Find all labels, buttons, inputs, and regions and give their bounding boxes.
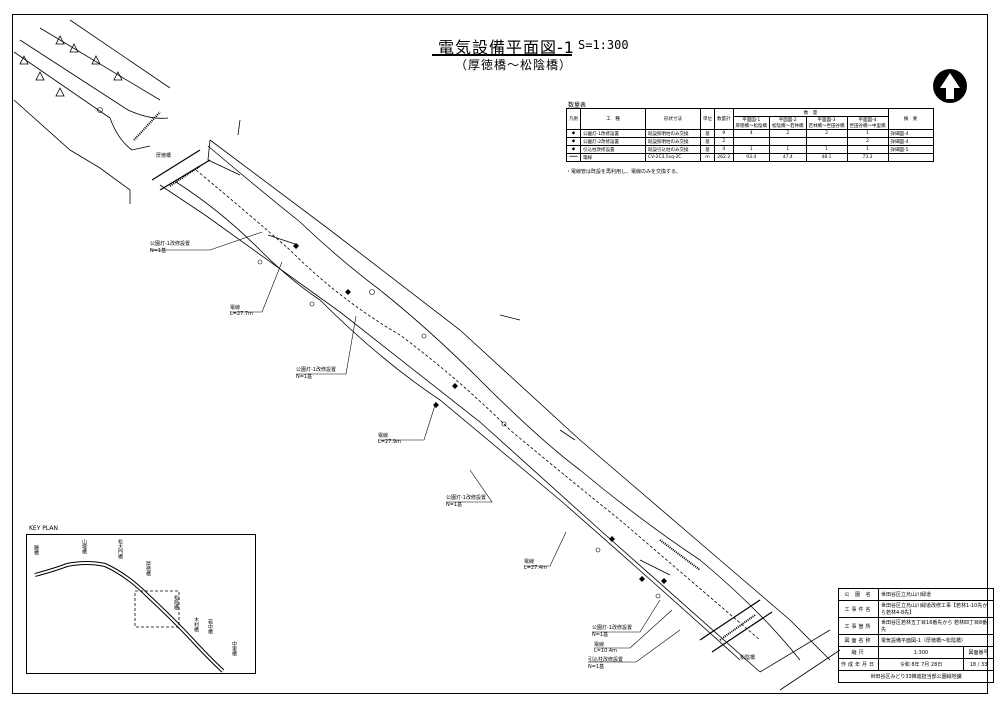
qty-group-header: 数 量 <box>732 108 889 117</box>
drawing-total: 33 <box>980 661 988 668</box>
drawing-title: 電気設備平面図-1 <box>438 38 575 57</box>
legend-lamp2-icon: ◆ <box>566 137 581 146</box>
drawing-scale: S=1:300 <box>578 38 629 52</box>
drawing-subtitle: （厚徳橋～松陰橋） <box>455 58 573 72</box>
quantity-table-note: ・電線管は既設を再利用し、電線のみを交換する。 <box>566 169 682 175</box>
title-block: 公 園 名 世田谷区立烏山川緑道 工事件名 世田谷区立烏山川緑道改修工事【若林1… <box>837 588 995 683</box>
kp-label: 松大門橋 <box>117 539 123 559</box>
kp-label: 厚徳橋 <box>145 561 151 576</box>
north-arrow-icon <box>933 69 967 103</box>
kp-label: 勝橋 <box>33 545 39 555</box>
bridge-label-koutoku: 厚徳橋 <box>156 153 172 159</box>
qty-header: 凡例 <box>566 108 581 130</box>
title-underline <box>432 54 572 56</box>
table-row: 工事箇所 世田谷区若林五丁目16番先から 若林四丁目8番先 <box>837 617 995 635</box>
drawing-number: 18 <box>969 661 977 668</box>
table-row: 図面名称 電気設備平面図-1（厚徳橋～松陰橋） <box>837 634 995 647</box>
legend-service-pole-icon: ◆ <box>566 145 581 154</box>
kp-label: 木村橋 <box>193 617 199 632</box>
kp-label: 若中橋 <box>207 619 213 634</box>
table-row: 工事件名 世田谷区立烏山川緑道改修工事【若林1-10先から若林4-8先】 <box>837 600 995 618</box>
table-row: 世田谷区みどり33推進担当部公園緑地課 <box>837 670 995 683</box>
qty-header: 単位 <box>700 108 715 130</box>
qty-header: 形状寸法 <box>645 108 701 130</box>
kp-label: 山堰橋 <box>81 539 87 554</box>
quantity-table-title: 数量表 <box>568 102 587 109</box>
table-row: ═══ 電線 CV-2C3.5sq-2C m 262.2 93.4 47.4 4… <box>566 153 934 162</box>
drawing-border <box>12 14 988 694</box>
legend-lamp1-icon: ◆ <box>566 129 581 138</box>
table-row: 公 園 名 世田谷区立烏山川緑道 <box>837 588 995 601</box>
qty-header: 摘 要 <box>887 108 934 130</box>
table-row: 縮尺 1:300 図面番号 <box>837 646 995 659</box>
key-plan-title: KEY PLAN <box>29 525 58 532</box>
qty-header: 数量計 <box>714 108 734 130</box>
table-row: ◆ 公園灯-1改修設置 既設照明柱のみ交換 基 9 4 2 2 1 詳細図-4 <box>566 129 934 138</box>
kp-label: 中里橋 <box>231 641 237 656</box>
key-plan-map <box>34 561 225 673</box>
table-row: ◆ 引込柱改修設置 既設引込柱のみ交換 基 4 1 1 1 1 詳細図-5 <box>566 145 934 154</box>
bridge-label-shoin: 松陰橋 <box>740 655 756 661</box>
legend-wire-icon: ═══ <box>566 153 581 162</box>
kp-label: 松陰橋 <box>173 595 179 610</box>
table-row: ◆ 公園灯-2改修設置 既設照明柱のみ交換 基 2 2 詳細図-4 <box>566 137 934 146</box>
key-plan: KEY PLAN 勝橋 山堰橋 松大門橋 厚徳橋 松陰橋 木村橋 若中橋 中里橋 <box>26 525 256 674</box>
qty-header: 工 種 <box>580 108 646 130</box>
table-row: 作成年月日 令和 8年 7月 28日 18 / 33 <box>837 658 995 671</box>
